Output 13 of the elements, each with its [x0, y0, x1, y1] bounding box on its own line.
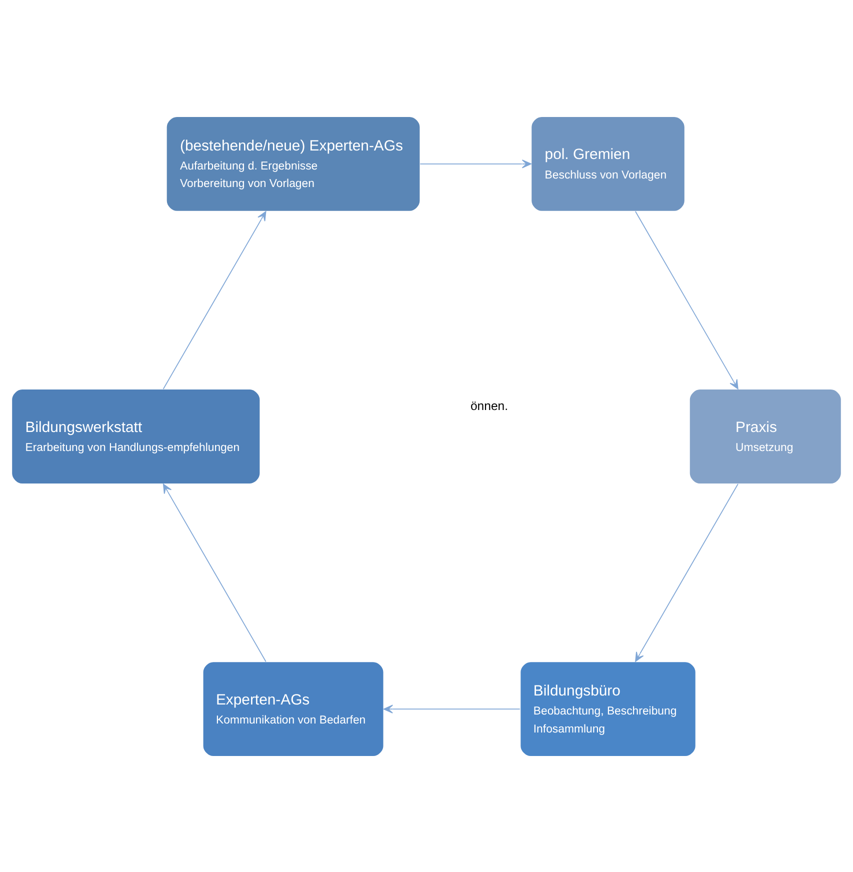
- node-box: (bestehende/neue) Experten-AGs Aufarbeitung d. Ergebnisse Vorbereitung von Vorlagen: [166, 116, 421, 212]
- label: önnen.: [470, 398, 508, 412]
- arrow: [162, 210, 266, 389]
- arrow: [635, 483, 738, 662]
- arrow: [383, 704, 520, 713]
- arrow: [420, 159, 532, 168]
- arrow: [634, 210, 738, 389]
- node-box: Bildungswerkstatt Erarbeitung von Handlungs-empfehlungen: [11, 388, 261, 484]
- node-box: Experten-AGs Kommunikation von Bedarfen: [202, 660, 384, 756]
- node-box: Bildungsbüro Beobachtung, Beschreibung Infosammlung: [520, 660, 696, 756]
- node-box: Praxis Umsetzung: [689, 388, 842, 484]
- node-box: pol. Gremien Beschluss von Vorlagen: [530, 116, 686, 212]
- arrow: [162, 483, 266, 662]
